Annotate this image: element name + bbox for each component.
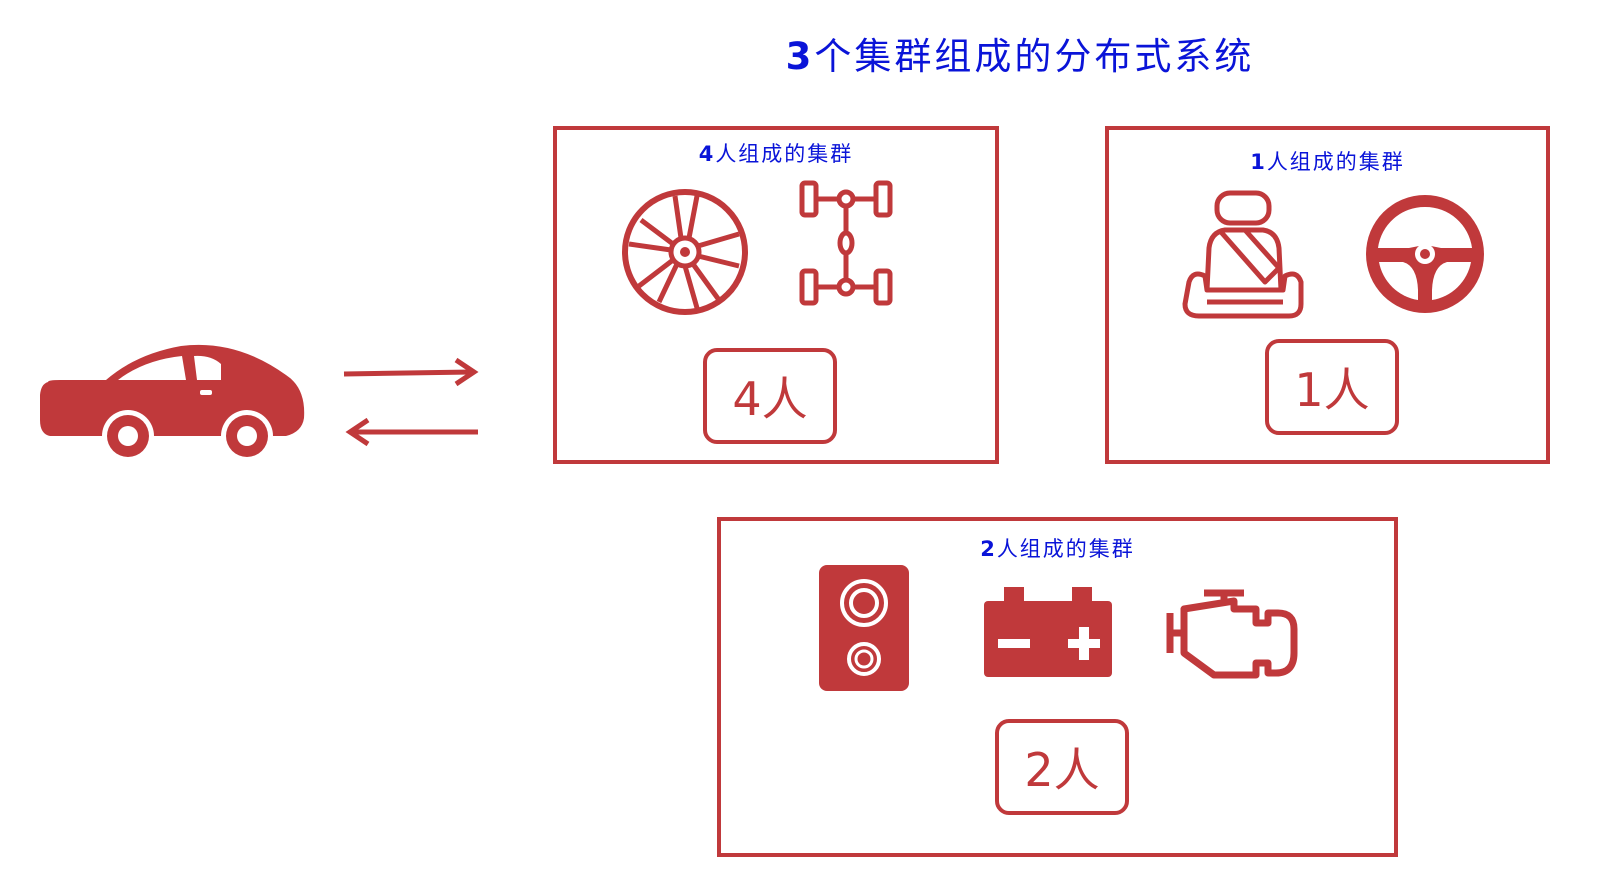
cluster-two-count-badge: 2人 xyxy=(995,719,1129,815)
title-text: 个集群组成的分布式系统 xyxy=(814,35,1255,78)
title-number: 3 xyxy=(785,35,815,78)
page-title: 3个集群组成的分布式系统 xyxy=(700,26,1340,80)
cluster-two-title-number: 2 xyxy=(980,537,997,561)
wheel-icon xyxy=(622,189,748,315)
cluster-four: 4人组成的集群 4人 xyxy=(553,126,999,464)
cluster-four-title-text: 人组成的集群 xyxy=(715,142,854,166)
cluster-one-title: 1人组成的集群 xyxy=(1109,146,1546,176)
car-seat-icon xyxy=(1182,190,1304,319)
cluster-one-count-badge: 1人 xyxy=(1265,339,1399,435)
cluster-two: 2人组成的集群 2人 xyxy=(717,517,1398,857)
engine-icon xyxy=(1166,589,1298,679)
arrow-left-icon xyxy=(345,417,478,447)
car-icon xyxy=(40,344,305,462)
arrow-right-icon xyxy=(343,357,479,387)
cluster-two-title: 2人组成的集群 xyxy=(721,533,1394,563)
cluster-one-title-number: 1 xyxy=(1250,150,1267,174)
cluster-one: 1人组成的集群 1人 xyxy=(1105,126,1550,464)
steering-wheel-icon xyxy=(1366,195,1484,313)
cluster-two-title-text: 人组成的集群 xyxy=(996,537,1135,561)
cluster-four-title: 4人组成的集群 xyxy=(557,138,995,168)
battery-icon xyxy=(984,587,1112,677)
cluster-one-title-text: 人组成的集群 xyxy=(1266,150,1405,174)
chassis-icon xyxy=(799,180,893,306)
cluster-four-title-number: 4 xyxy=(698,142,716,166)
cluster-four-count-badge: 4人 xyxy=(703,348,837,444)
speaker-icon xyxy=(819,565,909,691)
